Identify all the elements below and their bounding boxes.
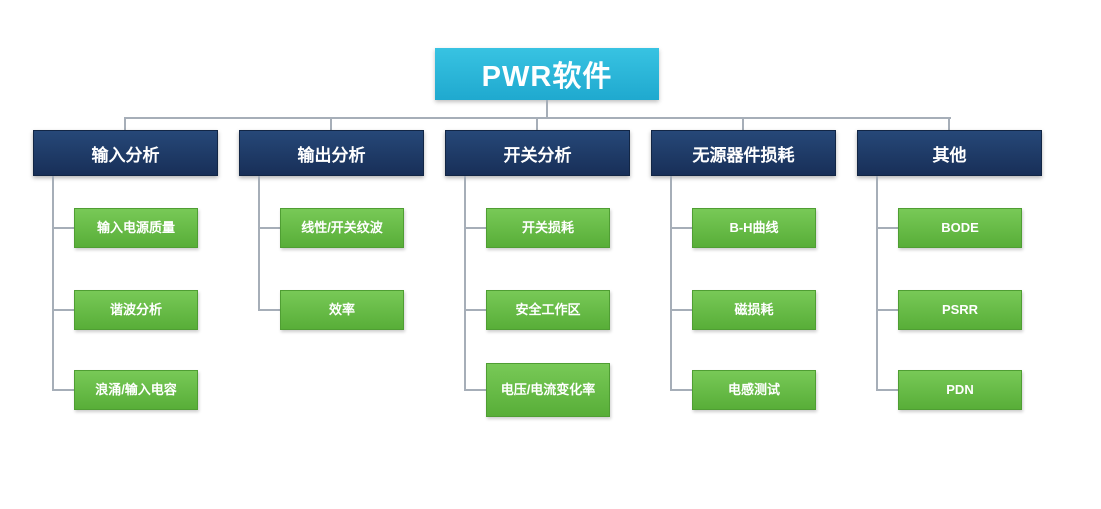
leaf-connector	[670, 389, 692, 391]
leaf-node: 输入电源质量	[74, 208, 198, 248]
connector-top-horizontal	[125, 117, 951, 119]
branch-node: 无源器件损耗	[651, 130, 836, 176]
leaf-connector	[670, 309, 692, 311]
leaf-node: 磁损耗	[692, 290, 816, 330]
leaf-connector	[52, 227, 74, 229]
column-passive-loss: 无源器件损耗 B-H曲线 磁损耗 电感测试	[651, 130, 836, 460]
leaf-node: 电感测试	[692, 370, 816, 410]
leaf-node: 开关损耗	[486, 208, 610, 248]
leaf-node: BODE	[898, 208, 1022, 248]
leaf-node: 电压/电流变化率	[486, 363, 610, 417]
leaf-node: PDN	[898, 370, 1022, 410]
leaf-node: 安全工作区	[486, 290, 610, 330]
connector-stub-3	[536, 117, 538, 131]
column-other: 其他 BODE PSRR PDN	[857, 130, 1042, 460]
leaf-node: 谐波分析	[74, 290, 198, 330]
leaf-connector	[876, 389, 898, 391]
leaf-node: 线性/开关纹波	[280, 208, 404, 248]
branch-vline	[52, 176, 54, 390]
leaf-connector	[258, 227, 280, 229]
leaf-node: PSRR	[898, 290, 1022, 330]
leaf-connector	[876, 309, 898, 311]
leaf-node: B-H曲线	[692, 208, 816, 248]
connector-stub-4	[742, 117, 744, 131]
branch-node: 输入分析	[33, 130, 218, 176]
leaf-node: 效率	[280, 290, 404, 330]
leaf-connector	[464, 389, 486, 391]
leaf-node: 浪涌/输入电容	[74, 370, 198, 410]
branch-vline	[464, 176, 466, 390]
leaf-connector	[464, 309, 486, 311]
branch-node: 其他	[857, 130, 1042, 176]
branch-node: 开关分析	[445, 130, 630, 176]
leaf-connector	[876, 227, 898, 229]
connector-stub-1	[124, 117, 126, 131]
root-node: PWR软件	[435, 48, 659, 100]
column-input-analysis: 输入分析 输入电源质量 谐波分析 浪涌/输入电容	[33, 130, 218, 460]
branch-node: 输出分析	[239, 130, 424, 176]
leaf-connector	[258, 309, 280, 311]
connector-stub-5	[948, 117, 950, 131]
column-switch-analysis: 开关分析 开关损耗 安全工作区 电压/电流变化率	[445, 130, 630, 460]
connector-stub-2	[330, 117, 332, 131]
branch-vline	[876, 176, 878, 390]
branch-vline	[258, 176, 260, 310]
leaf-connector	[52, 389, 74, 391]
leaf-connector	[464, 227, 486, 229]
leaf-connector	[52, 309, 74, 311]
connector-root-drop	[546, 100, 548, 118]
column-output-analysis: 输出分析 线性/开关纹波 效率	[239, 130, 424, 460]
leaf-connector	[670, 227, 692, 229]
branch-vline	[670, 176, 672, 390]
